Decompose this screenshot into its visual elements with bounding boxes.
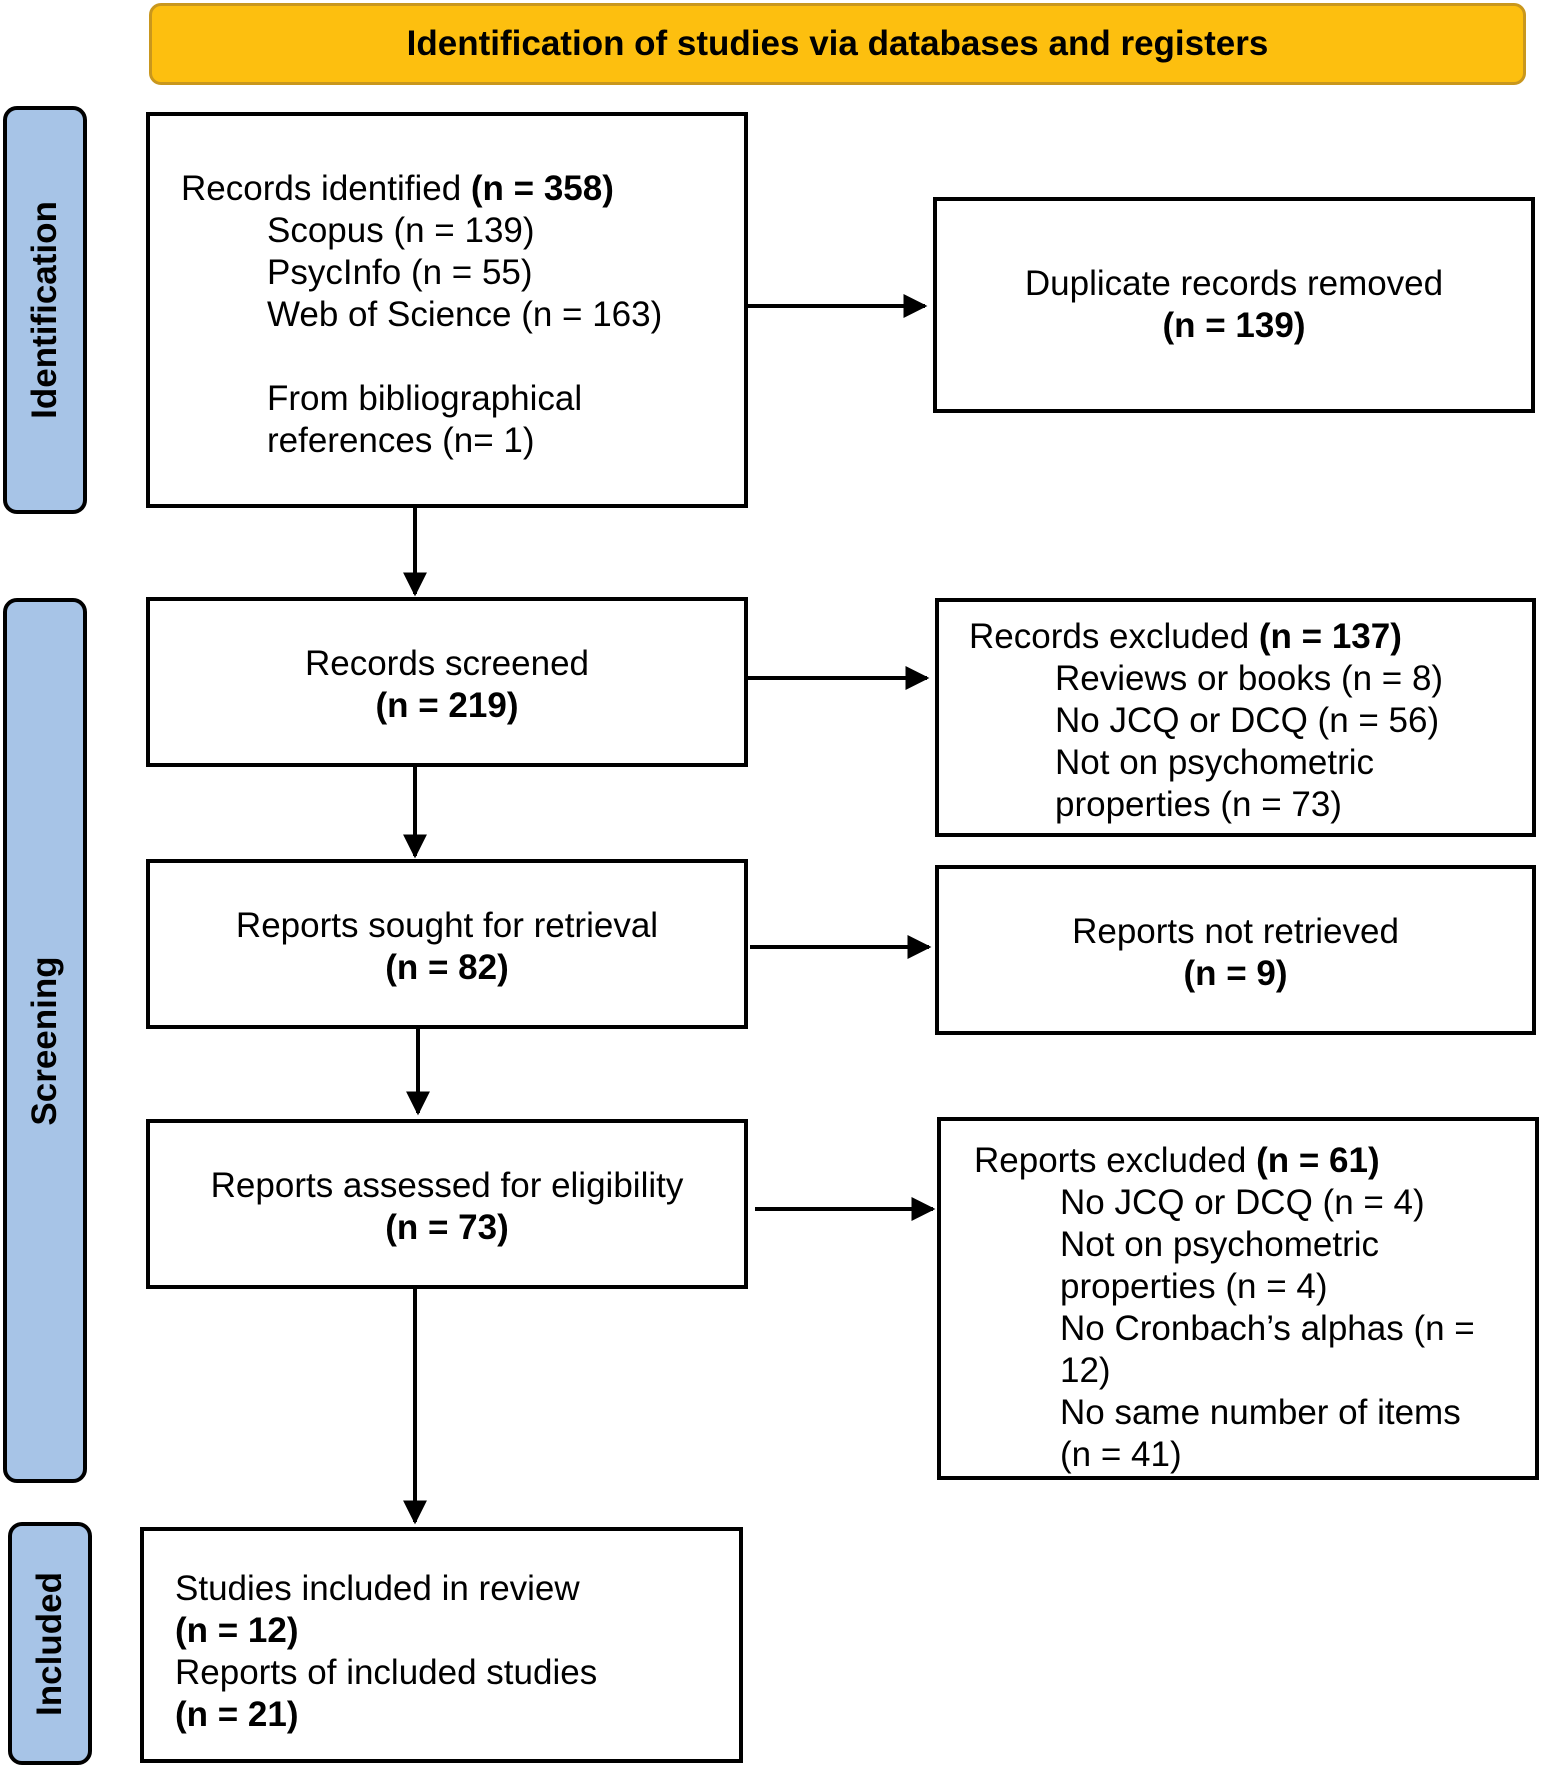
phase-identification: Identification bbox=[3, 106, 87, 514]
reports-excluded-reason: Not on psychometric bbox=[1060, 1225, 1380, 1264]
records-excluded-reason: No JCQ or DCQ (n = 56) bbox=[1055, 701, 1440, 740]
reports-excluded-reason: No Cronbach’s alphas (n = bbox=[1060, 1309, 1475, 1348]
reports-excluded-count: (n = 61) bbox=[1256, 1141, 1380, 1180]
records-excluded-reason: properties (n = 73) bbox=[1055, 785, 1342, 824]
source-bibliographical-line2: references (n= 1) bbox=[267, 421, 535, 460]
records-identified-box: Records identified (n = 358) Scopus (n =… bbox=[146, 112, 748, 508]
source-psycinfo: PsycInfo (n = 55) bbox=[267, 253, 533, 292]
studies-included-count: (n = 12) bbox=[175, 1611, 299, 1650]
studies-included-label: Studies included in review bbox=[175, 1569, 580, 1608]
records-excluded-box: Records excluded (n = 137) Reviews or bo… bbox=[935, 598, 1536, 837]
reports-excluded-reason: 12) bbox=[1060, 1351, 1111, 1390]
records-identified-heading: Records identified (n = 358) bbox=[181, 168, 744, 210]
records-identified-label: Records identified bbox=[181, 169, 462, 208]
records-excluded-count: (n = 137) bbox=[1258, 617, 1402, 656]
source-web-of-science: Web of Science (n = 163) bbox=[267, 295, 663, 334]
reports-sought-box: Reports sought for retrieval (n = 82) bbox=[146, 859, 748, 1029]
reports-assessed-count: (n = 73) bbox=[385, 1208, 509, 1247]
reports-included-label: Reports of included studies bbox=[175, 1653, 598, 1692]
reports-excluded-reason: (n = 41) bbox=[1060, 1435, 1182, 1474]
reports-not-retrieved-label: Reports not retrieved bbox=[1072, 912, 1399, 951]
records-screened-count: (n = 219) bbox=[375, 686, 519, 725]
records-screened-box: Records screened (n = 219) bbox=[146, 597, 748, 767]
reports-excluded-reason: No JCQ or DCQ (n = 4) bbox=[1060, 1183, 1425, 1222]
reports-excluded-reason: No same number of items bbox=[1060, 1393, 1461, 1432]
header-banner: Identification of studies via databases … bbox=[149, 3, 1526, 85]
reports-excluded-label: Reports excluded bbox=[974, 1141, 1247, 1180]
duplicates-removed-count: (n = 139) bbox=[1162, 306, 1306, 345]
reports-assessed-box: Reports assessed for eligibility (n = 73… bbox=[146, 1119, 748, 1289]
source-scopus: Scopus (n = 139) bbox=[267, 211, 535, 250]
records-screened-label: Records screened bbox=[304, 644, 590, 683]
records-excluded-label: Records excluded bbox=[969, 617, 1250, 656]
reports-sought-count: (n = 82) bbox=[385, 948, 509, 987]
phase-included: Included bbox=[8, 1522, 92, 1765]
reports-not-retrieved-count: (n = 9) bbox=[1183, 954, 1288, 993]
records-excluded-reason: Reviews or books (n = 8) bbox=[1055, 659, 1444, 698]
reports-excluded-box: Reports excluded (n = 61) No JCQ or DCQ … bbox=[937, 1117, 1539, 1480]
reports-excluded-reason: properties (n = 4) bbox=[1060, 1267, 1328, 1306]
records-excluded-reason: Not on psychometric bbox=[1055, 743, 1375, 782]
duplicates-removed-label: Duplicate records removed bbox=[1024, 264, 1444, 303]
duplicates-removed-box: Duplicate records removed (n = 139) bbox=[933, 197, 1535, 413]
reports-assessed-label: Reports assessed for eligibility bbox=[210, 1166, 684, 1205]
reports-not-retrieved-box: Reports not retrieved (n = 9) bbox=[935, 865, 1536, 1035]
included-box: Studies included in review (n = 12) Repo… bbox=[140, 1527, 743, 1763]
reports-sought-label: Reports sought for retrieval bbox=[235, 906, 659, 945]
phase-screening: Screening bbox=[3, 598, 87, 1483]
records-identified-count: (n = 358) bbox=[470, 169, 614, 208]
reports-excluded-heading: Reports excluded (n = 61) bbox=[974, 1140, 1535, 1182]
records-excluded-heading: Records excluded (n = 137) bbox=[969, 616, 1532, 658]
reports-included-count: (n = 21) bbox=[175, 1695, 299, 1734]
source-bibliographical-line1: From bibliographical bbox=[267, 379, 583, 418]
